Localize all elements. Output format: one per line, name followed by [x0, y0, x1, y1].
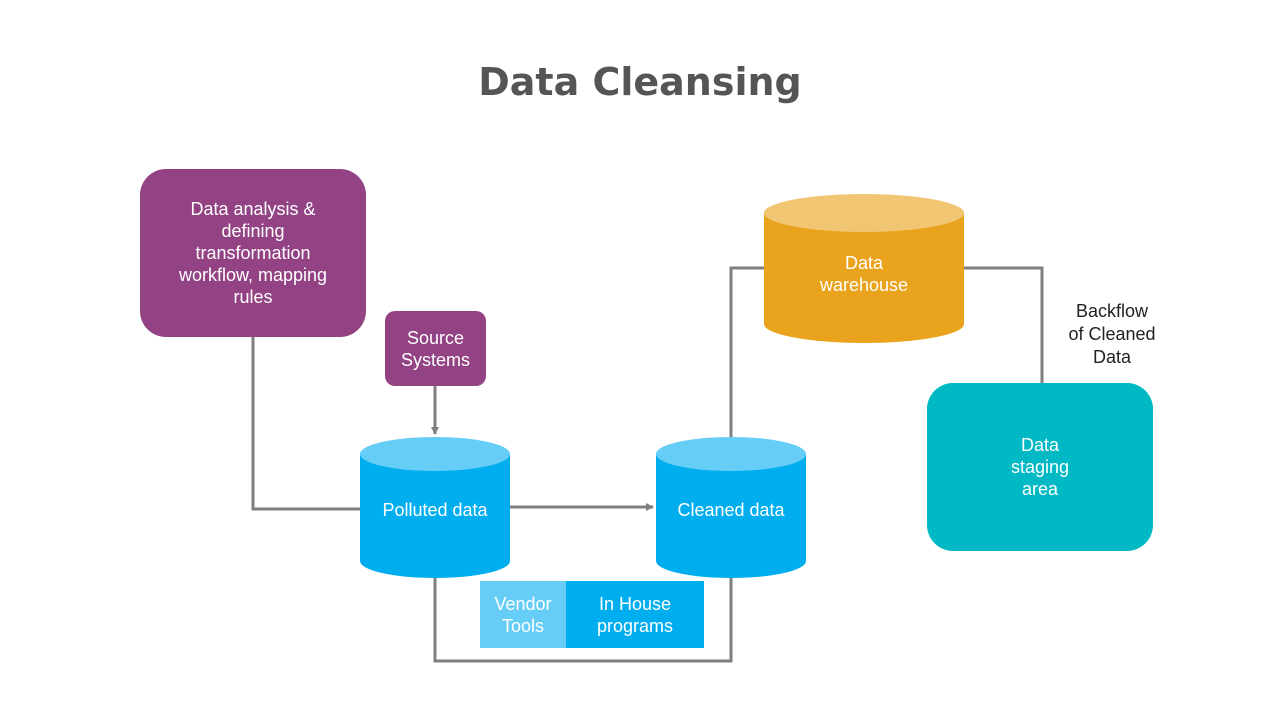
connector-polluted-to-cleaned-bottom: [433, 578, 733, 663]
data-analysis-box: Data analysis & defining transformation …: [140, 169, 366, 337]
data-warehouse-label: Data warehouse: [819, 253, 909, 295]
connector-analysis-to-polluted: [251, 337, 362, 511]
polluted-data-cylinder: [360, 437, 510, 578]
data-staging-area-box: Data staging area: [927, 383, 1153, 551]
polluted-data-label: Polluted data: [382, 500, 488, 520]
backflow-annotation: Backflow of Cleaned Data: [1068, 301, 1156, 367]
connector-warehouse-to-staging: [963, 266, 1044, 384]
in-house-programs-box: In House programs: [566, 581, 704, 648]
cleaned-data-cylinder: [656, 437, 806, 578]
page-title: Data Cleansing: [478, 60, 802, 104]
source-systems-box: Source Systems: [385, 311, 486, 386]
data-warehouse-cylinder: [764, 194, 964, 343]
vendor-tools-box: Vendor Tools: [480, 581, 566, 648]
cleaned-data-label: Cleaned data: [677, 500, 785, 520]
connector-cleaned-to-warehouse: [729, 266, 766, 437]
